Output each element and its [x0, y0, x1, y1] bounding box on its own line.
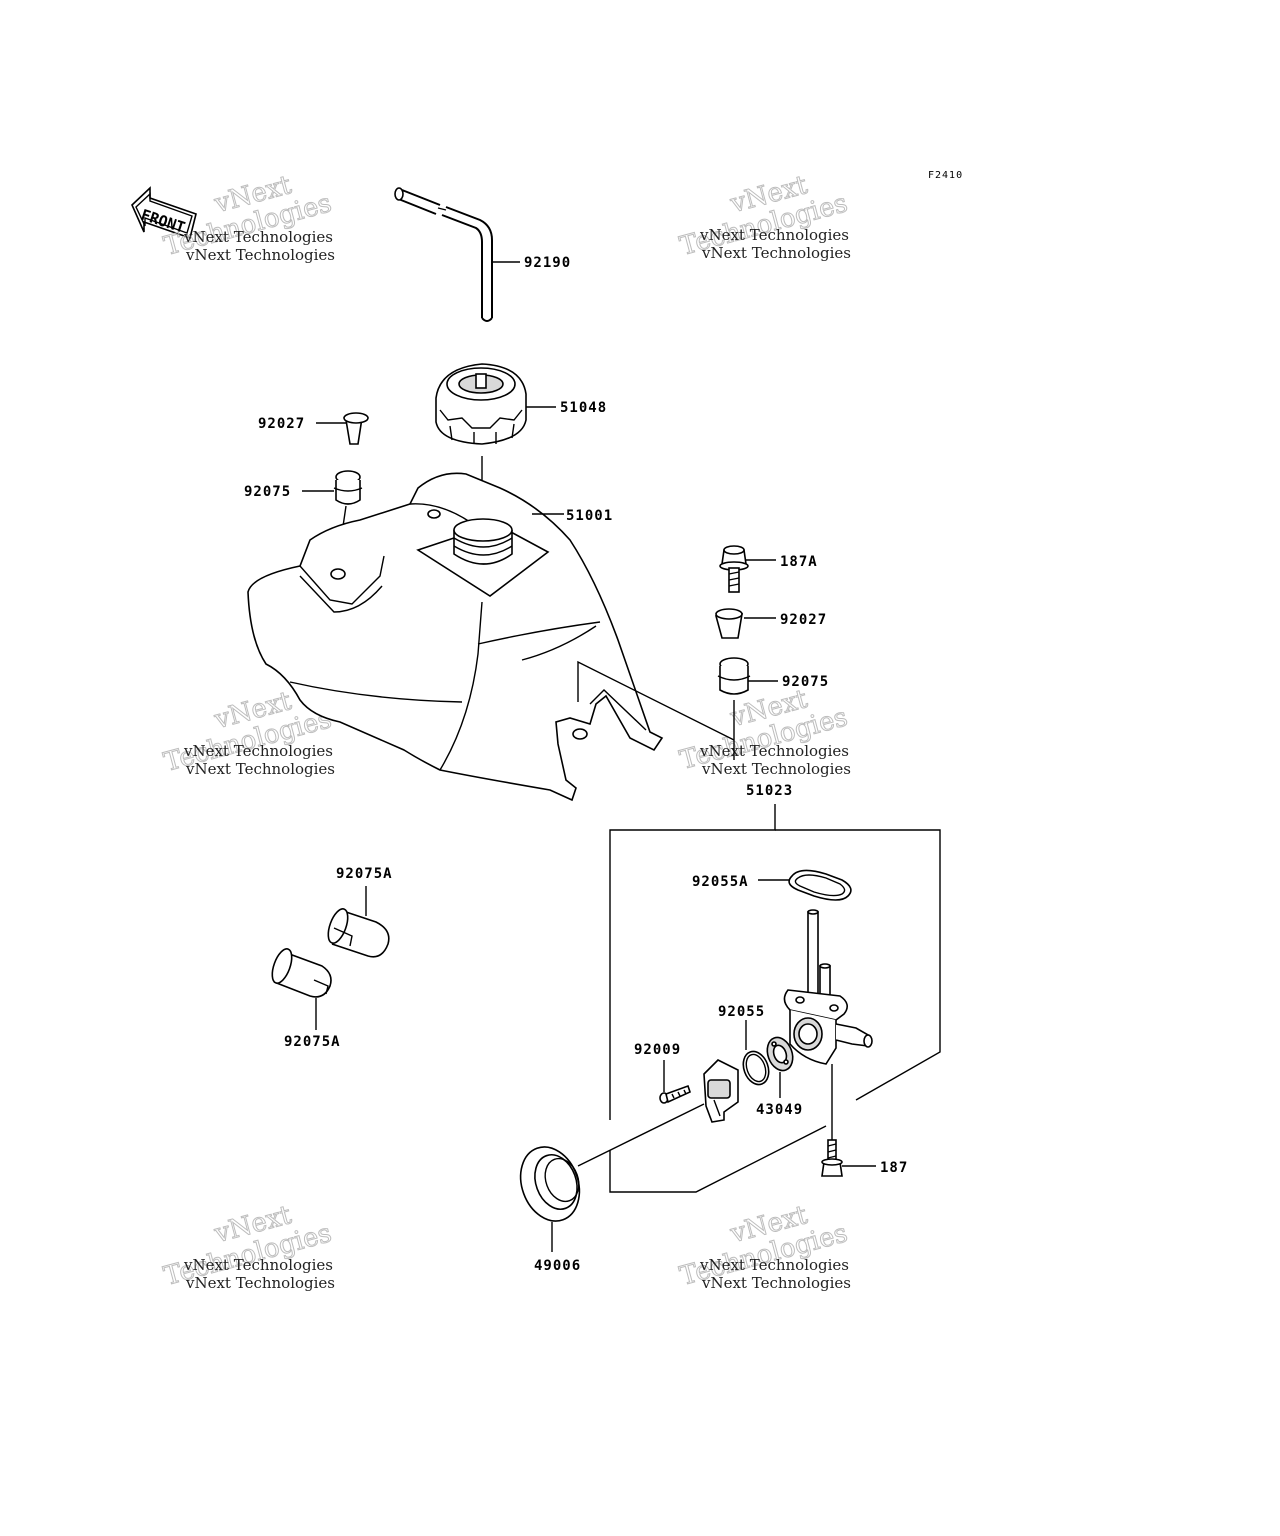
label-92075A-top: 92075A — [336, 866, 393, 882]
lever-plate — [703, 1059, 739, 1123]
label-187A: 187A — [780, 554, 818, 570]
watermark-text-6a: vNext Technologies — [699, 1256, 849, 1274]
fuel-cock-body — [783, 909, 873, 1140]
label-49006: 49006 — [534, 1258, 581, 1274]
label-187: 187 — [880, 1160, 908, 1176]
assembly-bracket-right — [775, 829, 941, 1101]
fuel-tank-51001 — [247, 472, 664, 802]
label-43049: 43049 — [756, 1102, 803, 1118]
label-92075-right: 92075 — [782, 674, 829, 690]
watermark-text-4b: vNext Technologies — [701, 760, 851, 778]
label-51001: 51001 — [566, 508, 613, 524]
label-92027-right: 92027 — [780, 612, 827, 628]
label-92190: 92190 — [524, 255, 571, 271]
label-92027-left: 92027 — [258, 416, 305, 432]
label-92055: 92055 — [718, 1004, 765, 1020]
watermark-text-1a: vNext Technologies — [183, 228, 333, 246]
watermark-text-5a: vNext Technologies — [183, 1256, 333, 1274]
sleeve-92075A-bottom — [271, 948, 332, 998]
watermark-text-3a: vNext Technologies — [183, 742, 333, 760]
watermark-text-5b: vNext Technologies — [185, 1274, 335, 1292]
label-92075-left: 92075 — [244, 484, 291, 500]
label-51023: 51023 — [746, 783, 793, 799]
assembly-bracket-left — [609, 804, 776, 1120]
watermark-text-1b: vNext Technologies — [185, 246, 335, 264]
o-ring-92055 — [742, 1050, 770, 1086]
grommet-92075-right — [717, 657, 751, 695]
collar-92027-left — [343, 412, 369, 445]
watermark-text-2b: vNext Technologies — [701, 244, 851, 262]
diagram-code: F2410 — [928, 170, 963, 181]
breather-hose-92190 — [394, 187, 493, 322]
valve-plate-43049 — [766, 1036, 794, 1072]
collar-92027-right — [714, 608, 743, 639]
label-92055A: 92055A — [692, 874, 749, 890]
sleeve-92075A-top — [327, 908, 390, 958]
watermark-text-3b: vNext Technologies — [185, 760, 335, 778]
screw-92009 — [659, 1084, 691, 1104]
watermark-text-4a: vNext Technologies — [699, 742, 849, 760]
grommet-92075-left — [333, 470, 363, 505]
seal-49006 — [519, 1146, 581, 1222]
bolt-187A — [719, 545, 749, 593]
fuel-cap-51048 — [435, 363, 527, 445]
label-51048: 51048 — [560, 400, 607, 416]
gasket-92055A — [788, 869, 852, 901]
label-92009: 92009 — [634, 1042, 681, 1058]
watermark-text-6b: vNext Technologies — [701, 1274, 851, 1292]
bolt-187 — [821, 1139, 843, 1177]
assembly-bracket-bottom — [609, 1125, 827, 1193]
watermark-text-2a: vNext Technologies — [699, 226, 849, 244]
label-92075A-bottom: 92075A — [284, 1034, 341, 1050]
